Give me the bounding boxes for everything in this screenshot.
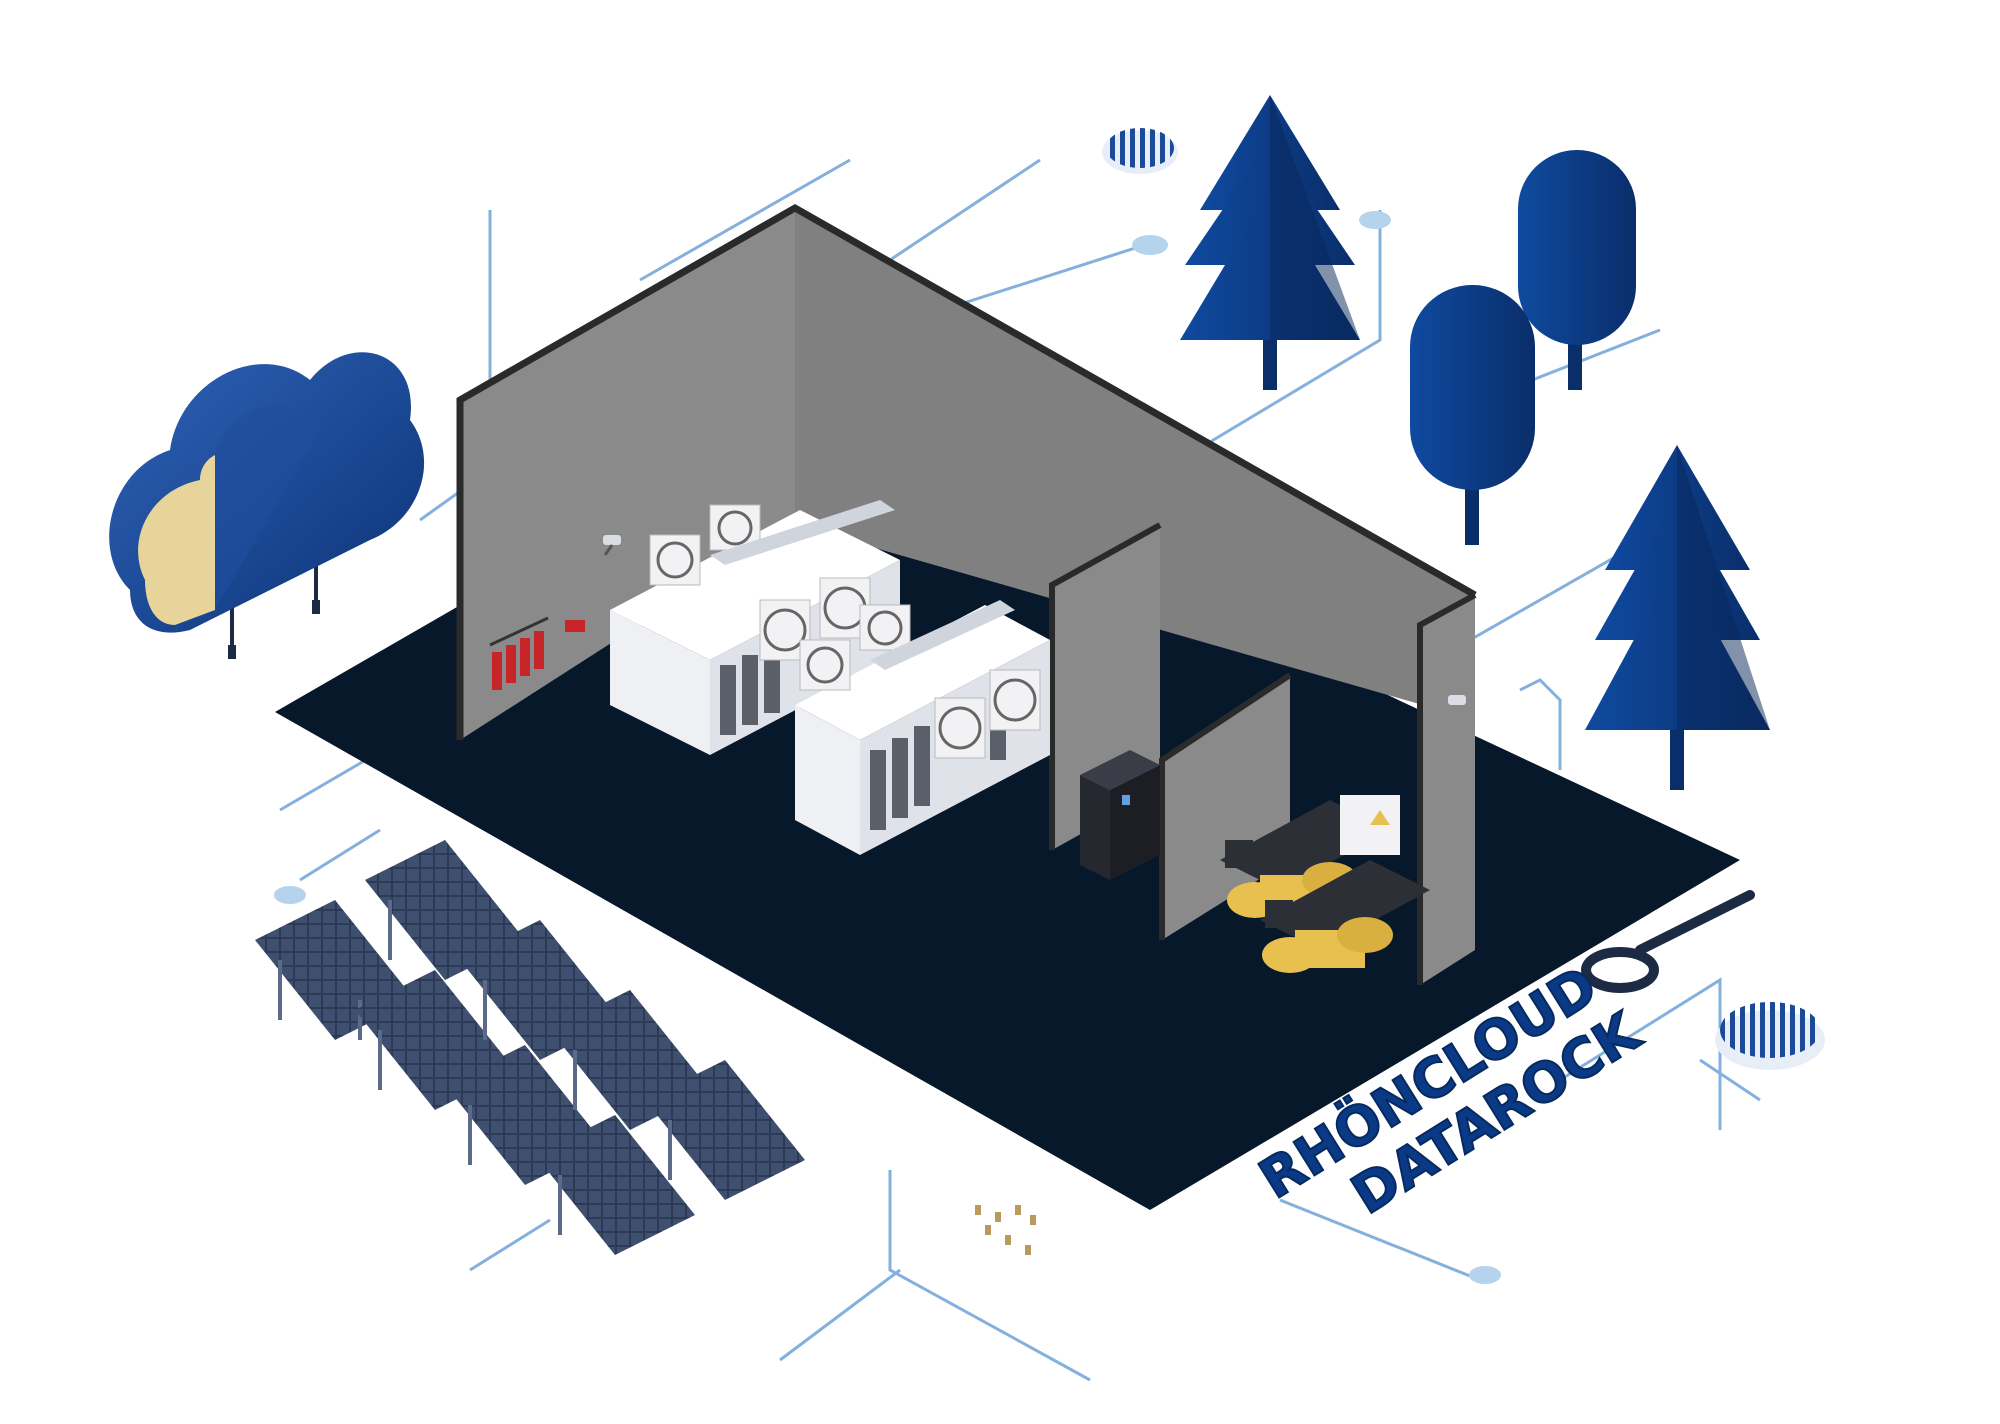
fire-extinguisher-icon [489, 616, 585, 690]
round-tree-icon [1410, 285, 1535, 545]
pine-tree-icon [1180, 95, 1360, 390]
solar-panel-icon [365, 840, 525, 980]
back-wall-left [460, 208, 795, 740]
solar-panel-icon [535, 1115, 695, 1255]
small-components [975, 1205, 1036, 1255]
circuit-nodes [274, 211, 1501, 1284]
security-camera-icon [603, 535, 621, 556]
partition-wall-1-edge [1049, 522, 1162, 850]
manhole-cover-icon [1715, 1002, 1825, 1070]
circuit-lines [239, 158, 1761, 1382]
end-wall-right [1420, 595, 1475, 985]
end-wall-right-edge [1417, 592, 1477, 985]
generator-icon [1260, 860, 1430, 973]
pine-tree-icon [1585, 445, 1770, 790]
server-rack-group-1 [610, 500, 900, 755]
round-tree-icon [1518, 150, 1636, 390]
cloud-icon [109, 352, 425, 659]
ups-cabinet-icon [1080, 750, 1160, 880]
back-wall-right [795, 208, 1475, 720]
manhole-cover-icon [1102, 128, 1178, 174]
server-rack-group-2 [795, 600, 1050, 855]
magnifier-icon [1581, 890, 1755, 993]
solar-panel-icon [645, 1060, 805, 1200]
partition-wall-2-edge [1159, 672, 1292, 940]
wall-top-edge [456, 203, 1477, 740]
cooling-fan-icon [799, 604, 1041, 759]
solar-panel-array [255, 840, 805, 1255]
security-camera-icon [1448, 695, 1466, 705]
